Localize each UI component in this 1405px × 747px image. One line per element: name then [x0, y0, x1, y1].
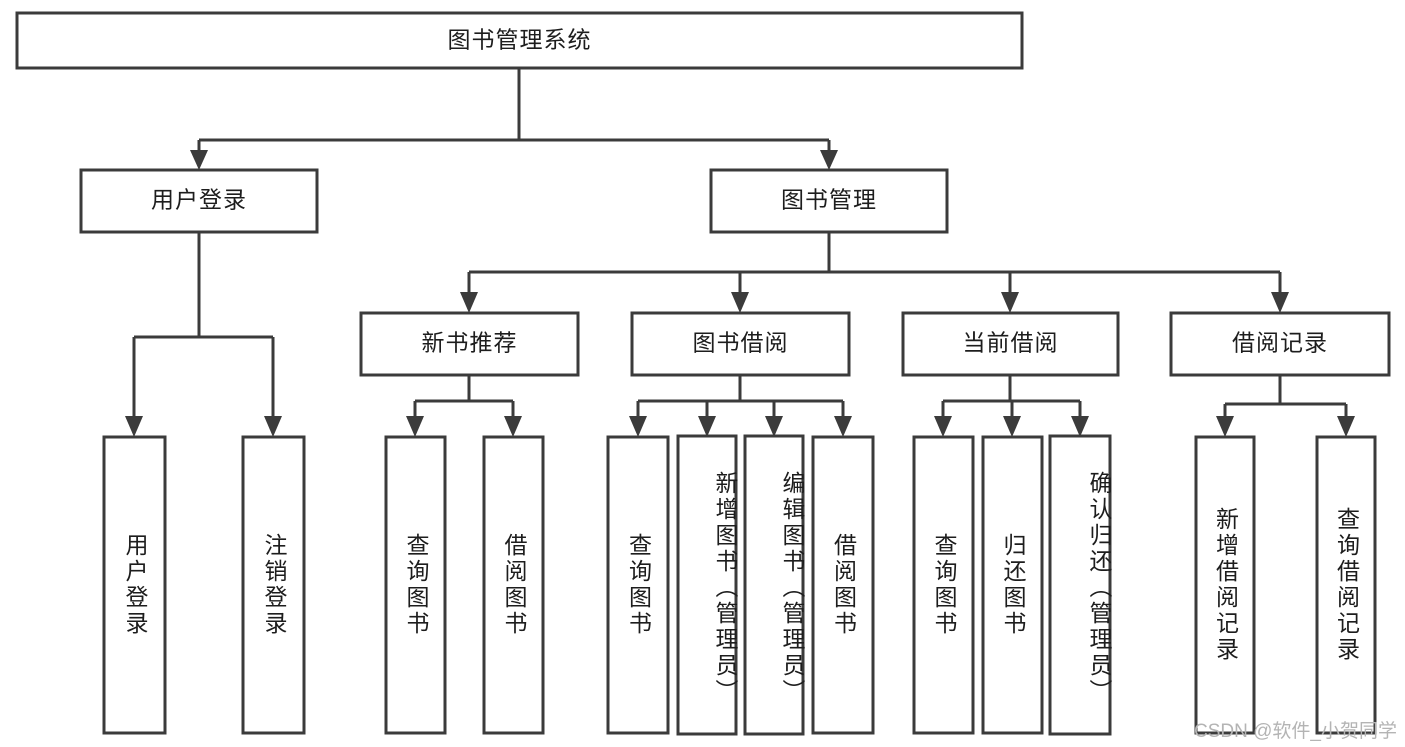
arrow-head-icon	[406, 416, 424, 437]
node-new-book-recommend-box[interactable]	[359, 311, 580, 377]
node-book-borrow-label: 图书借阅	[693, 330, 789, 356]
node-book-borrow[interactable]: 图书借阅	[630, 311, 851, 377]
leaf-boxes	[102, 434, 1377, 736]
leaf-box-query-book-a[interactable]	[384, 435, 447, 735]
leaf-box-query-book-c[interactable]	[912, 435, 975, 735]
node-borrow-record-label: 借阅记录	[1232, 330, 1328, 356]
leaf-box-query-book-b[interactable]	[606, 435, 670, 735]
connector-userlogin-to-leaves	[125, 232, 282, 437]
node-current-borrow-label: 当前借阅	[963, 330, 1059, 356]
arrow-head-icon	[934, 416, 952, 437]
leaf-box-return-book[interactable]	[981, 435, 1044, 735]
arrow-head-icon	[125, 416, 143, 437]
arrow-head-icon	[1271, 292, 1289, 313]
arrow-head-icon	[190, 150, 208, 170]
leaf-box-borrow-book-b[interactable]	[811, 435, 875, 735]
leaf-box-add-book-admin[interactable]	[676, 434, 738, 736]
arrow-head-icon	[765, 416, 783, 437]
node-borrow-record-box[interactable]	[1169, 311, 1391, 377]
node-user-login-box[interactable]	[79, 168, 319, 234]
arrow-head-icon	[731, 292, 749, 313]
arrow-head-icon	[1071, 416, 1089, 437]
connector-bookmgmt-to-level3	[460, 232, 1289, 313]
connector-root-to-level2	[190, 68, 838, 170]
node-root[interactable]: 图书管理系统	[15, 11, 1024, 70]
node-book-management[interactable]: 图书管理	[709, 168, 949, 234]
node-current-borrow-box[interactable]	[901, 311, 1120, 377]
leaf-box-borrow-book-a[interactable]	[482, 435, 545, 735]
connector-borrow-to-leaves	[629, 375, 852, 437]
arrow-head-icon	[698, 416, 716, 437]
leaf-box-add-borrow-record[interactable]	[1194, 435, 1256, 735]
node-book-borrow-box[interactable]	[630, 311, 851, 377]
arrow-head-icon	[820, 150, 838, 170]
arrow-head-icon	[1003, 416, 1021, 437]
node-book-management-box[interactable]	[709, 168, 949, 234]
arrow-head-icon	[460, 292, 478, 313]
connector-newbook-to-leaves	[406, 375, 522, 437]
node-book-management-label: 图书管理	[781, 187, 877, 213]
connector-record-to-leaves	[1216, 375, 1355, 437]
node-user-login-label: 用户登录	[151, 187, 247, 213]
leaf-box-logout[interactable]	[241, 435, 306, 735]
arrow-head-icon	[504, 416, 522, 437]
node-root-label: 图书管理系统	[448, 27, 592, 53]
node-user-login[interactable]: 用户登录	[79, 168, 319, 234]
arrow-head-icon	[264, 416, 282, 437]
leaf-box-user-login[interactable]	[102, 435, 167, 735]
node-current-borrow[interactable]: 当前借阅	[901, 311, 1120, 377]
arrow-head-icon	[1001, 292, 1019, 313]
node-new-book-recommend-label: 新书推荐	[422, 330, 518, 356]
node-borrow-record[interactable]: 借阅记录	[1169, 311, 1391, 377]
arrow-head-icon	[1337, 416, 1355, 437]
node-root-box[interactable]	[15, 11, 1024, 70]
leaf-box-confirm-return-admin[interactable]	[1048, 434, 1112, 736]
arrow-head-icon	[834, 416, 852, 437]
arrow-head-icon	[1216, 416, 1234, 437]
connector-current-to-leaves	[934, 375, 1089, 437]
leaf-box-edit-book-admin[interactable]	[743, 434, 805, 736]
leaf-box-query-borrow-record[interactable]	[1315, 435, 1377, 735]
node-new-book-recommend[interactable]: 新书推荐	[359, 311, 580, 377]
arrow-head-icon	[629, 416, 647, 437]
